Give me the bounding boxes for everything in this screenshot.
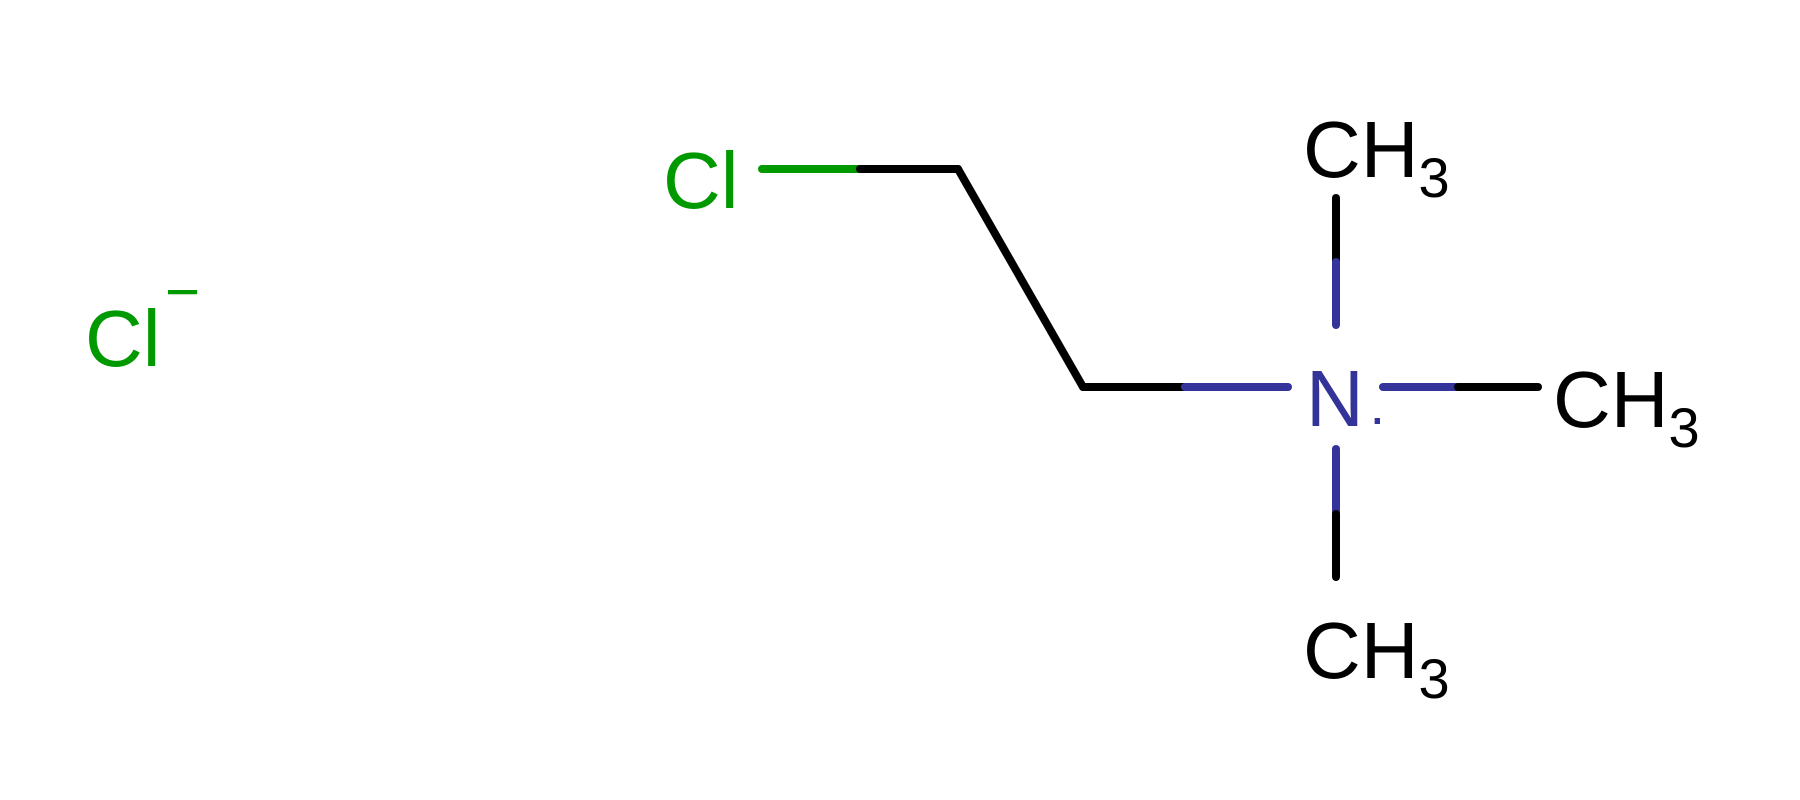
methyl-right: CH3 — [1553, 355, 1700, 459]
methyl-bottom-subscript: 3 — [1419, 647, 1450, 710]
chlorine-atom: Cl — [663, 136, 739, 225]
nitrogen-symbol: N — [1306, 354, 1364, 443]
svg-text:CH3: CH3 — [1553, 355, 1700, 459]
svg-text:CH3: CH3 — [1303, 105, 1450, 209]
methyl-bottom: CH3 — [1303, 606, 1450, 710]
methyl-top: CH3 — [1303, 105, 1450, 209]
methyl-right-subscript: 3 — [1669, 396, 1700, 459]
bond-c1-c2 — [954, 165, 1087, 391]
methyl-bottom-symbol: CH — [1303, 606, 1419, 695]
chloride-ion: Cl − — [85, 258, 200, 383]
svg-text:CH3: CH3 — [1303, 606, 1450, 710]
methyl-top-subscript: 3 — [1419, 146, 1450, 209]
methyl-top-symbol: CH — [1303, 105, 1419, 194]
chlorine-symbol: Cl — [663, 136, 739, 225]
chloride-symbol: Cl — [85, 294, 161, 383]
methyl-right-symbol: CH — [1553, 355, 1669, 444]
chloride-charge: − — [165, 258, 200, 325]
nitrogen-atom: N · — [1306, 354, 1387, 448]
nitrogen-radical: · — [1368, 385, 1387, 448]
